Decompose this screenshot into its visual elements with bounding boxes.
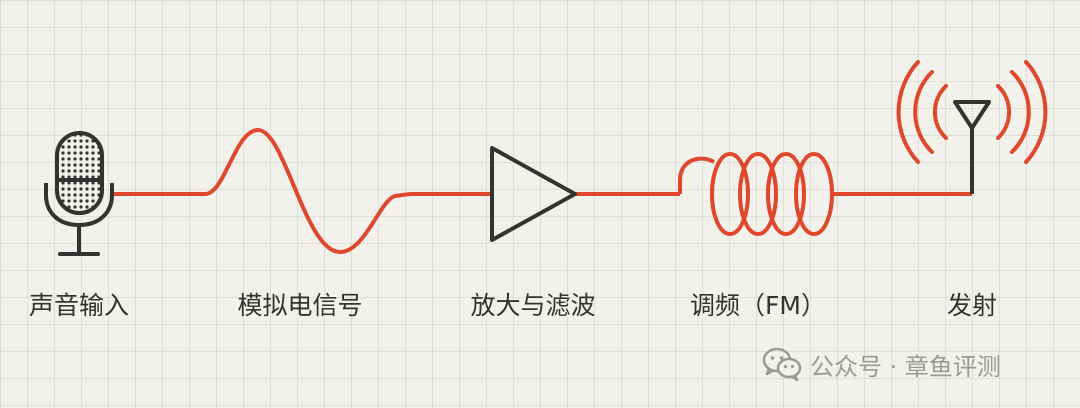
- watermark-text: 公众号 · 章鱼评测: [810, 352, 1001, 381]
- amplifier-triangle-icon: [490, 146, 577, 242]
- wechat-icon: [762, 347, 802, 382]
- coil-icon: [678, 152, 836, 236]
- stage-label-amplify-filter: 放大与滤波: [470, 291, 596, 320]
- stage-label-analog-signal: 模拟电信号: [237, 291, 363, 320]
- microphone-icon: [44, 131, 114, 256]
- sine-wave-icon: [203, 127, 492, 255]
- antenna-icon: [896, 60, 1048, 194]
- stage-label-fm: 调频（FM）: [690, 291, 826, 320]
- stage-label-transmit: 发射: [946, 291, 998, 320]
- watermark: 公众号 · 章鱼评测: [762, 346, 1001, 382]
- stage-label-sound-input: 声音输入: [28, 291, 130, 320]
